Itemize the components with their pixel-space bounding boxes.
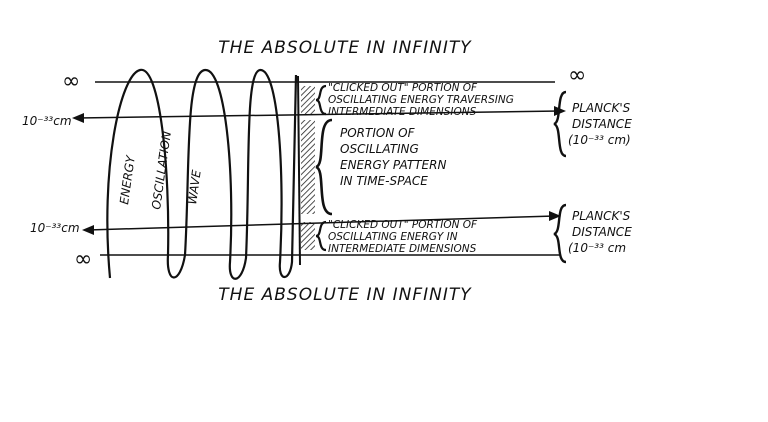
lower-hatched-region (301, 222, 315, 250)
upper-clicked-out-line1: "CLICKED OUT" PORTION OF (328, 82, 478, 94)
upper-planck-brace (553, 90, 567, 158)
lower-planck-brace (553, 203, 567, 264)
top-title: THE ABSOLUTE IN INFINITY (218, 38, 472, 58)
middle-hatched-region (301, 120, 315, 214)
lower-clicked-out-line1: "CLICKED OUT" PORTION OF (328, 219, 478, 231)
lower-right-arrowhead (549, 211, 561, 221)
upper-clicked-out-line2: OSCILLATING ENERGY TRAVERSING (328, 94, 514, 106)
upper-clicked-out-line3: INTERMEDIATE DIMENSIONS (328, 106, 477, 118)
planck-lower-line2: DISTANCE (572, 225, 632, 239)
bottom-title: THE ABSOLUTE IN INFINITY (218, 285, 472, 305)
lower-clicked-out-line2: OSCILLATING ENERGY IN (328, 231, 458, 243)
lower-left-infinity-symbol: ∞ (74, 247, 92, 272)
oscillation-label: OSCILLATION (149, 130, 174, 210)
lower-left-arrowhead (82, 225, 94, 235)
planck-upper-line1: PLANCK'S (572, 101, 631, 115)
planck-upper-line2: DISTANCE (572, 117, 632, 131)
wave-label: WAVE (185, 169, 204, 206)
upper-scale-label: 10⁻³³cm (22, 114, 72, 128)
upper-hatched-region (301, 86, 315, 114)
lower-clicked-out-line3: INTERMEDIATE DIMENSIONS (328, 243, 477, 255)
middle-portion-line4: IN TIME-SPACE (340, 174, 428, 188)
upper-left-infinity-symbol: ∞ (62, 69, 80, 94)
middle-brace (315, 118, 333, 216)
middle-portion-line3: ENERGY PATTERN (340, 158, 446, 172)
upper-brace (315, 84, 327, 116)
planck-lower-line3: (10⁻³³ cm (568, 241, 626, 255)
planck-lower-line1: PLANCK'S (572, 209, 631, 223)
upper-left-arrowhead (72, 113, 84, 123)
planck-upper-line3: (10⁻³³ cm) (568, 133, 631, 147)
lower-brace (315, 220, 327, 252)
middle-portion-line1: PORTION OF (340, 126, 416, 140)
time-space-boundary (297, 75, 301, 266)
upper-right-infinity-symbol: ∞ (568, 63, 586, 88)
lower-scale-label: 10⁻³³cm (30, 221, 80, 235)
energy-label: ENERGY (117, 153, 138, 205)
oscillation-wave (106, 68, 298, 280)
middle-portion-line2: OSCILLATING (340, 142, 419, 156)
upper-planck-line (77, 110, 561, 119)
